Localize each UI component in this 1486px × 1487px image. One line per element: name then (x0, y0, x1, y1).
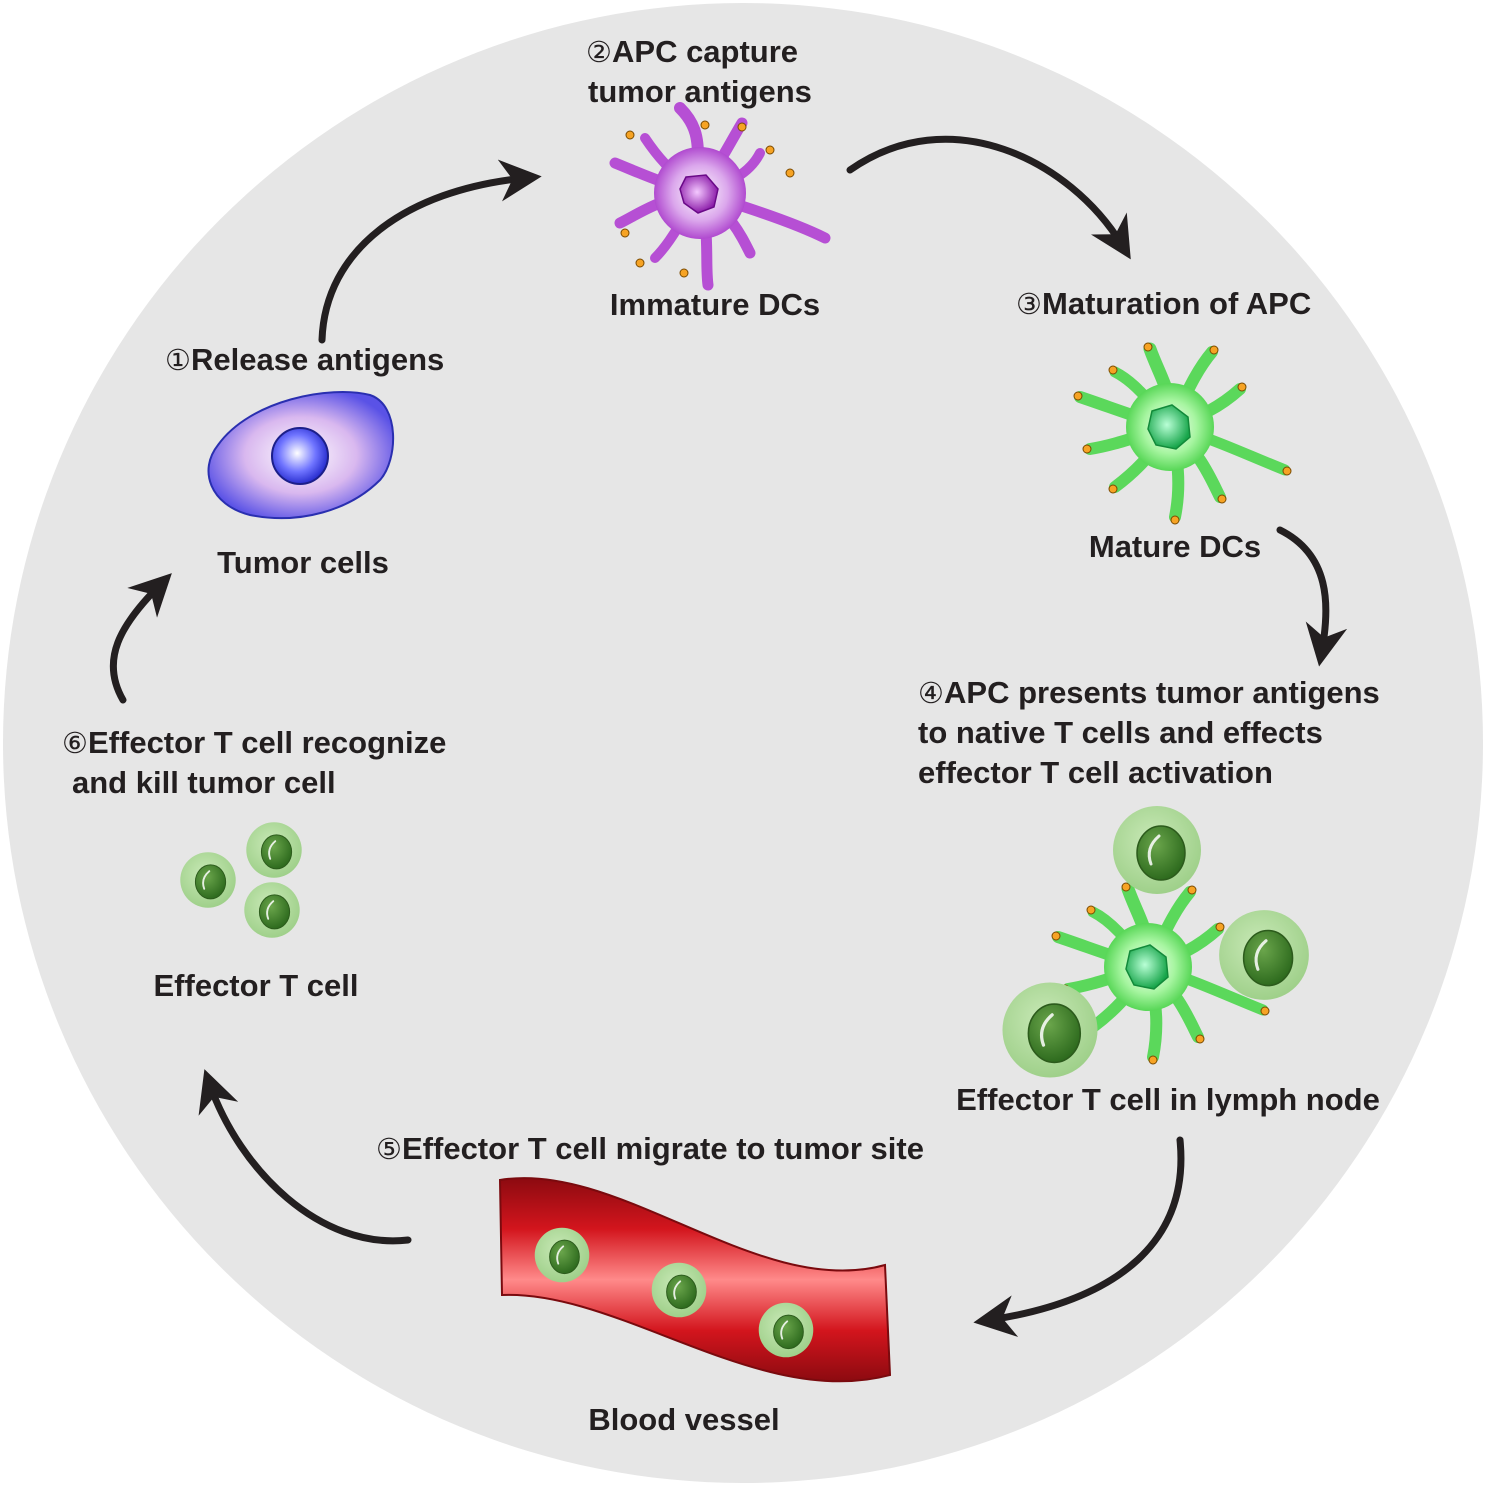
effector-t-cell-icon (179, 851, 237, 909)
step2-marker: ② (586, 35, 612, 69)
cycle-arrow-icon (846, 135, 1131, 260)
step4-title-line1: APC presents tumor antigens (944, 675, 1380, 710)
step5-label: ⑤Effector T cell migrate to tumor site (376, 1129, 924, 1169)
step2-label: ②APC capture tumor antigens (586, 32, 812, 112)
mature-dcs-caption: Mature DCs (1088, 529, 1262, 564)
cycle-arrow-icon (109, 573, 172, 704)
step3-title: Maturation of APC (1042, 286, 1312, 321)
step4-marker: ④ (918, 676, 944, 710)
cycle-arrow-icon (198, 1069, 412, 1245)
step1-title: Release antigens (191, 342, 445, 377)
step6-title-line1: Effector T cell recognize (88, 725, 447, 760)
step1-marker: ① (165, 343, 191, 377)
step2-title-line1: APC capture (612, 34, 799, 69)
tumor-cells-caption: Tumor cells (217, 545, 389, 580)
cycle-arrow-icon (973, 1136, 1185, 1337)
immature-dendritic-cell-icon (609, 102, 831, 291)
step1-label: ①Release antigens (165, 340, 444, 380)
effector-t-cell-icon (243, 881, 301, 939)
effector-t-cell-icon (1000, 980, 1100, 1080)
step3-label: ③Maturation of APC (1016, 284, 1311, 324)
blood-vessel-caption: Blood vessel (588, 1402, 780, 1437)
step3-marker: ③ (1016, 287, 1042, 321)
step5-title: Effector T cell migrate to tumor site (402, 1131, 924, 1166)
lymph-node-caption: Effector T cell in lymph node (956, 1082, 1380, 1117)
effector-t-cell-icon (1217, 908, 1311, 1002)
step5-marker: ⑤ (376, 1132, 402, 1166)
step4-title-line2: to native T cells and effects (918, 715, 1323, 750)
immature-dcs-caption: Immature DCs (609, 287, 821, 322)
step4-label: ④APC presents tumor antigens to native T… (918, 673, 1380, 793)
cycle-arrow-icon (318, 159, 542, 344)
step2-title-line2: tumor antigens (588, 74, 812, 109)
tumor-cell-icon (207, 391, 395, 520)
step4-title-line3: effector T cell activation (918, 755, 1273, 790)
step6-title-line2: and kill tumor cell (72, 765, 336, 800)
step6-label: ⑥Effector T cell recognize and kill tumo… (62, 723, 446, 803)
cycle-arrows (109, 135, 1348, 1337)
step6-marker: ⑥ (62, 726, 88, 760)
effector-t-cell-icon (245, 821, 303, 879)
effector-t-cell-icon (1111, 804, 1203, 896)
cycle-arrow-icon (1276, 526, 1348, 667)
blood-vessel-icon (498, 1177, 892, 1383)
effector-t-cell-caption: Effector T cell (153, 968, 359, 1003)
